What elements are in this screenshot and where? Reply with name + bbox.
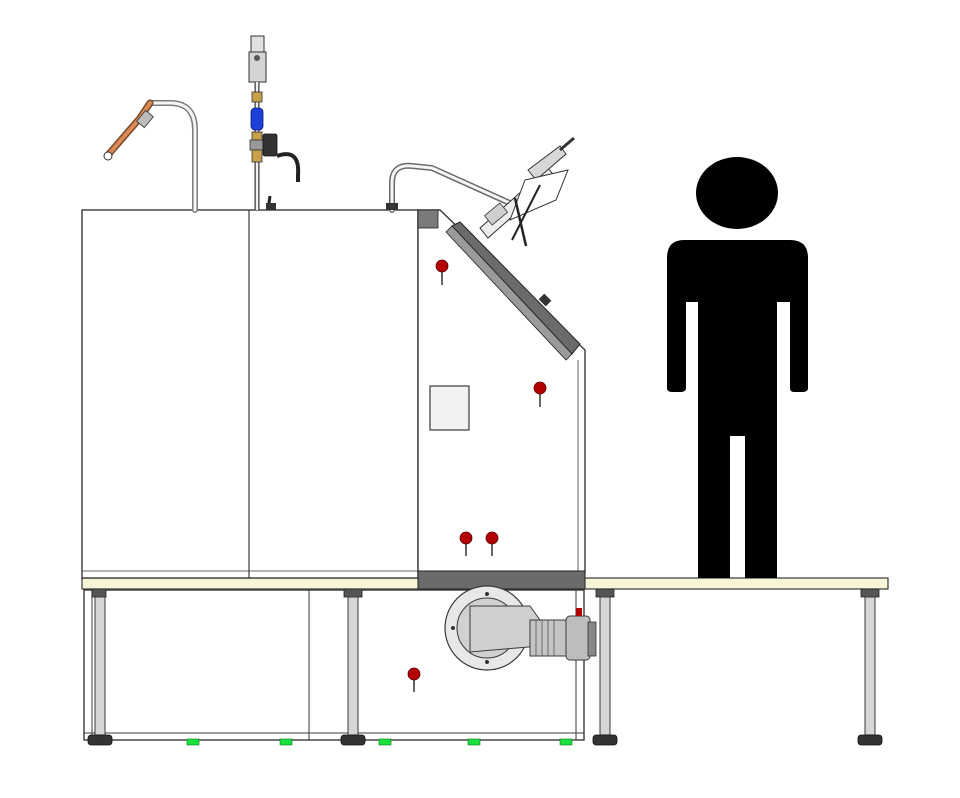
person-body — [667, 240, 808, 578]
green-foot-pad — [186, 738, 200, 746]
red-knobs — [407, 259, 547, 692]
leg-3 — [592, 588, 618, 746]
corner-bracket — [417, 209, 439, 229]
red-knob-icon — [485, 531, 499, 556]
base-strip — [417, 570, 586, 590]
green-foot-pads — [186, 738, 573, 746]
person-head — [696, 157, 778, 229]
red-knob-icon — [407, 667, 421, 692]
cabinet-body — [81, 209, 419, 579]
leg-1 — [87, 588, 113, 746]
green-foot-pad — [559, 738, 573, 746]
sloped-hopper — [445, 221, 581, 361]
green-foot-pad — [378, 738, 392, 746]
red-plug-icon — [576, 608, 582, 616]
green-foot-pad — [467, 738, 481, 746]
motor-fan-cover — [565, 615, 591, 661]
red-knob-icon — [435, 259, 449, 285]
solenoid-icon — [262, 133, 278, 157]
blue-valve-icon — [250, 107, 264, 131]
lid-actuator — [479, 136, 575, 307]
return-pipe — [386, 162, 515, 213]
hopper-section — [417, 209, 586, 573]
support-legs — [87, 588, 883, 746]
brass-fitting — [251, 91, 263, 103]
red-knob-icon — [459, 531, 473, 556]
leg-2 — [340, 588, 366, 746]
inspection-window — [429, 385, 470, 431]
gear-motor — [444, 585, 597, 671]
leg-4 — [857, 588, 883, 746]
valve-assembly — [248, 35, 301, 211]
water-inlet-pipe — [103, 99, 198, 213]
green-foot-pad — [279, 738, 293, 746]
scale-person-silhouette — [667, 157, 808, 578]
red-knob-icon — [533, 381, 547, 407]
